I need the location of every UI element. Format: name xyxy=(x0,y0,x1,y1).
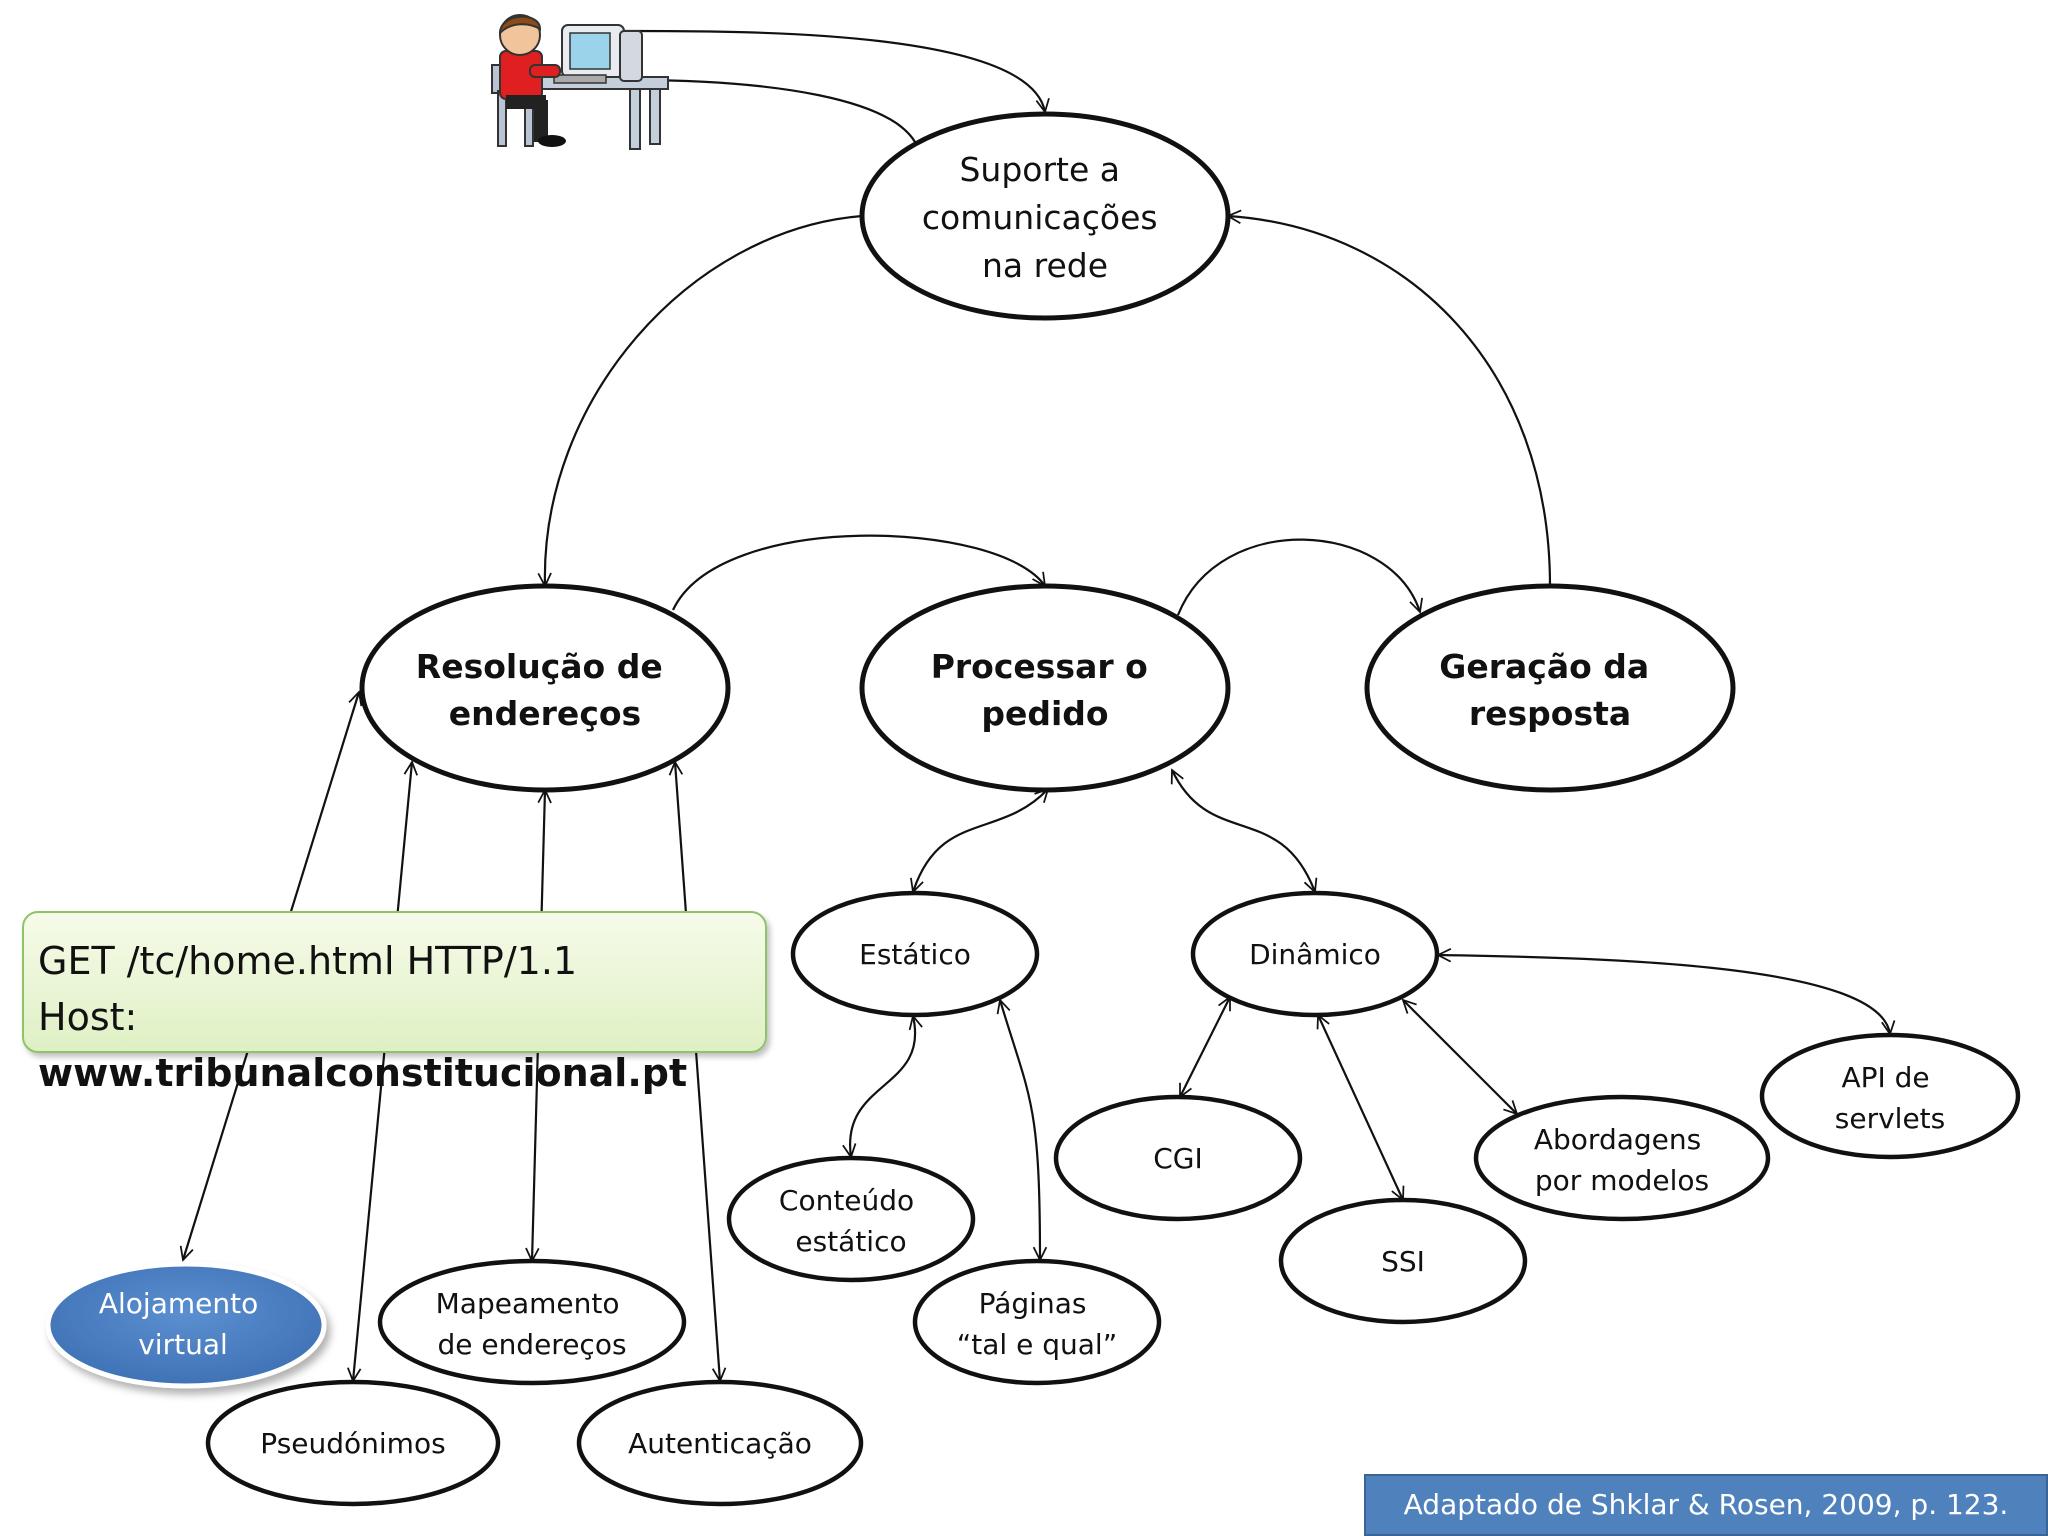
node-mapeamento: Mapeamento de endereços xyxy=(377,1258,687,1386)
node-geracao-line-1: Geração da xyxy=(1439,647,1649,686)
node-processar-line-2: pedido xyxy=(981,694,1108,733)
node-conteudo-line-1: Conteúdo xyxy=(779,1184,914,1217)
node-autenticacao-line-1: Autenticação xyxy=(628,1427,812,1460)
edge-processar-dinamico xyxy=(1172,770,1315,892)
node-geracao-line-2: resposta xyxy=(1469,694,1631,733)
edge-geracao-to-suporte xyxy=(1228,216,1552,587)
edge-dinamico-ssi xyxy=(1318,1015,1403,1200)
edge-resolucao-pseudonimos xyxy=(353,762,412,1381)
edge-dinamico-abordagens xyxy=(1403,1000,1517,1114)
node-api-line-2: servlets xyxy=(1835,1102,1945,1135)
node-resolucao-line-1: Resolução de xyxy=(416,647,663,686)
svg-text:Pseudónimos: Pseudónimos xyxy=(260,1427,445,1460)
node-estatico: Estático xyxy=(790,890,1040,1018)
node-conteudo-line-2: estático xyxy=(795,1225,906,1258)
node-dinamico-line-1: Dinâmico xyxy=(1249,938,1381,971)
edge-suporte-to-resolucao xyxy=(545,214,863,586)
request-line: GET /tc/home.html HTTP/1.1 xyxy=(38,939,578,983)
edge-estatico-conteudo xyxy=(850,1016,915,1157)
node-paginas-line-2: “tal e qual” xyxy=(957,1328,1117,1361)
node-ssi-line-1: SSI xyxy=(1381,1245,1425,1278)
svg-text:API de servlets: API de servlets xyxy=(1835,1061,1945,1135)
node-pseudonimos: Pseudónimos xyxy=(205,1379,501,1507)
svg-text:Estático: Estático xyxy=(859,938,971,971)
svg-text:CGI: CGI xyxy=(1153,1142,1203,1175)
edge-processar-to-geracao xyxy=(1176,538,1420,616)
svg-text:Alojamento virtual: Alojamento virtual xyxy=(99,1287,267,1361)
citation-badge: Adaptado de Shklar & Rosen, 2009, p. 123… xyxy=(1364,1474,2048,1536)
edge-suporte-to-user xyxy=(628,80,916,143)
node-geracao: Geração da resposta xyxy=(1364,583,1736,793)
edge-estatico-paginas xyxy=(1000,1000,1040,1260)
svg-text:Dinâmico: Dinâmico xyxy=(1249,938,1381,971)
node-resolucao: Resolução de endereços xyxy=(359,583,731,793)
node-cgi-line-1: CGI xyxy=(1153,1142,1203,1175)
node-alojamento-line-2: virtual xyxy=(138,1328,228,1361)
request-host-value: www.tribunalconstitucional.pt xyxy=(38,1051,688,1095)
svg-text:Processar o pedido: Processar o pedido xyxy=(931,647,1160,733)
node-suporte-line-3: na rede xyxy=(982,246,1108,285)
node-conteudo: Conteúdo estático xyxy=(726,1155,976,1283)
svg-text:Resolução de endereços: Resolução de endereços xyxy=(416,647,674,733)
edge-resolucao-autenticacao xyxy=(675,762,720,1381)
node-processar: Processar o pedido xyxy=(859,583,1231,793)
edge-dinamico-cgi xyxy=(1179,997,1231,1097)
node-suporte-line-1: Suporte a xyxy=(959,150,1120,189)
node-suporte-line-2: comunicações xyxy=(922,198,1158,237)
svg-text:Conteúdo estático: Conteúdo estático xyxy=(779,1184,923,1258)
svg-text:SSI: SSI xyxy=(1381,1245,1425,1278)
node-abordagens: Abordagens por modelos xyxy=(1473,1094,1771,1222)
svg-text:Páginas “tal e qual”: Páginas “tal e qual” xyxy=(957,1287,1117,1361)
edge-dinamico-api xyxy=(1438,955,1890,1034)
node-api-line-1: API de xyxy=(1841,1061,1929,1094)
request-host-line: Host: www.tribunalconstitucional.pt xyxy=(38,989,765,1101)
svg-text:Geração da resposta: Geração da resposta xyxy=(1439,647,1660,733)
node-processar-line-1: Processar o xyxy=(931,647,1148,686)
node-api: API de servlets xyxy=(1759,1032,2021,1160)
node-paginas-line-1: Páginas xyxy=(979,1287,1087,1320)
svg-text:Abordagens por modelos: Abordagens por modelos xyxy=(1534,1123,1710,1197)
node-dinamico: Dinâmico xyxy=(1190,890,1440,1018)
node-paginas: Páginas “tal e qual” xyxy=(912,1258,1162,1386)
edge-user-to-suporte xyxy=(624,29,1045,112)
svg-text:Mapeamento de endereços: Mapeamento de endereços xyxy=(436,1287,629,1361)
edge-resolucao-to-processar xyxy=(672,534,1045,611)
node-resolucao-line-2: endereços xyxy=(449,694,641,733)
svg-text:Autenticação: Autenticação xyxy=(628,1427,812,1460)
svg-text:Suporte a comunicações: Suporte a comunicações na rede xyxy=(922,150,1168,285)
node-suporte: Suporte a comunicações na rede xyxy=(859,111,1231,321)
user-at-computer-icon xyxy=(491,14,669,150)
node-alojamento: Alojamento virtual xyxy=(45,1261,327,1389)
edge-processar-estatico xyxy=(913,789,1048,892)
node-estatico-line-1: Estático xyxy=(859,938,971,971)
node-alojamento-line-1: Alojamento xyxy=(99,1287,258,1320)
http-request-box: GET /tc/home.html HTTP/1.1 Host: www.tri… xyxy=(22,911,767,1095)
node-mapeamento-line-1: Mapeamento xyxy=(436,1287,620,1320)
node-ssi: SSI xyxy=(1278,1197,1528,1325)
node-pseudonimos-line-1: Pseudónimos xyxy=(260,1427,445,1460)
node-mapeamento-line-2: de endereços xyxy=(437,1328,626,1361)
node-cgi: CGI xyxy=(1053,1094,1303,1222)
request-host-label: Host: xyxy=(38,995,138,1039)
node-abordagens-line-1: Abordagens xyxy=(1534,1123,1701,1156)
node-abordagens-line-2: por modelos xyxy=(1535,1164,1709,1197)
node-autenticacao: Autenticação xyxy=(576,1379,864,1507)
